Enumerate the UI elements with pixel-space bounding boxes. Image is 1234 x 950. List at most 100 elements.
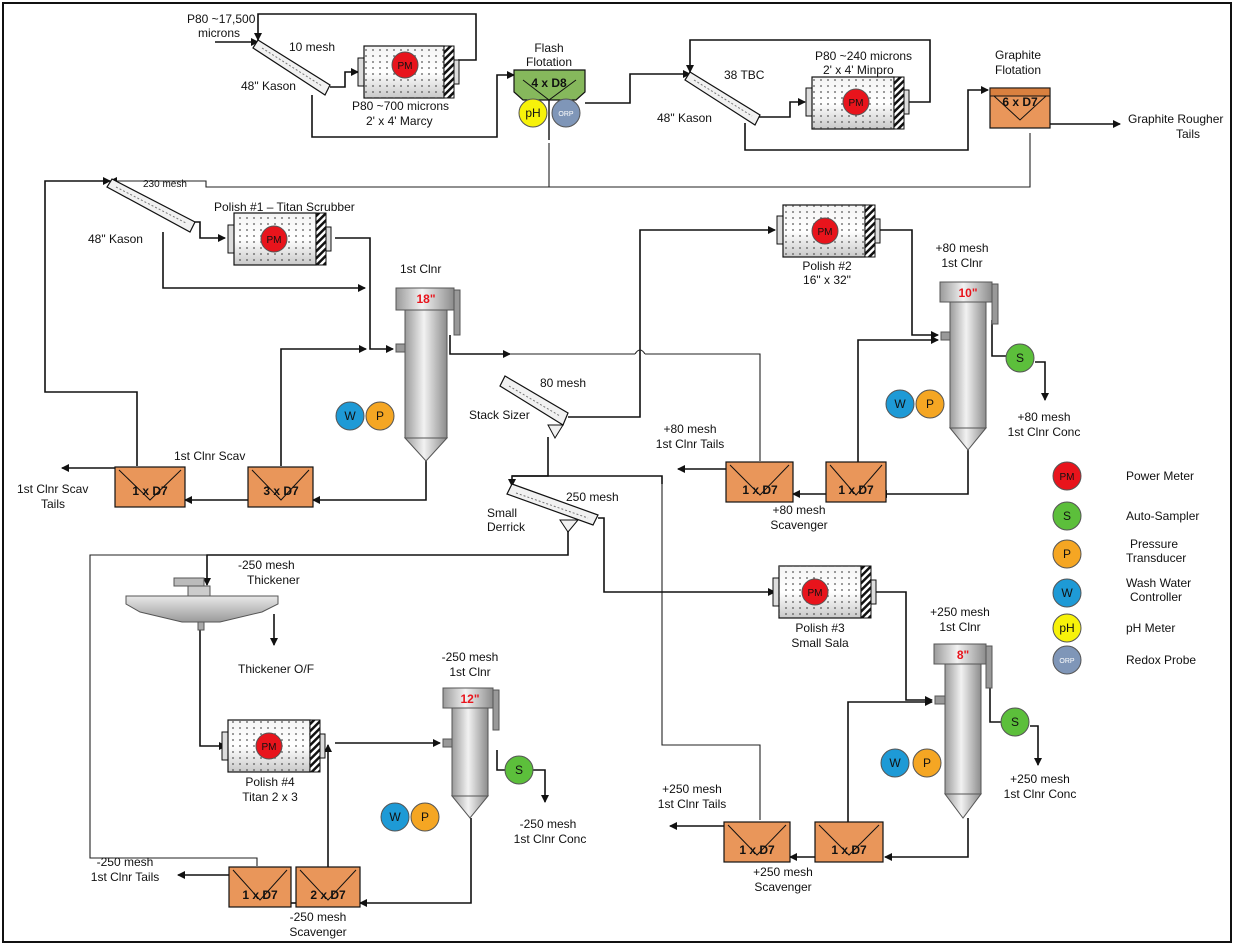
flash-cell-label: 4 x D8	[531, 76, 567, 90]
cell-p250-scav-b: 1 x D7	[814, 821, 884, 863]
column-12-size: 12"	[460, 692, 479, 706]
wash-water-controller-icon: W	[885, 389, 915, 419]
first-clnr-label: 1st Clnr	[400, 262, 441, 276]
text-labels: P80 ~17,500 microns 10 mesh 48" Kason P8…	[17, 12, 1223, 939]
svg-text:PM: PM	[849, 98, 864, 109]
m250-scav-a-label: 1 x D7	[242, 888, 278, 902]
cell-m250-scav-b: 2 x D7	[295, 866, 361, 908]
ph-meter-icon: pH	[518, 98, 548, 128]
p250-tails-label-1: +250 mesh	[662, 782, 722, 796]
p80-scav-label-1: +80 mesh	[772, 503, 825, 517]
auto-sampler-icon: S	[1005, 343, 1035, 373]
legend-label: Controller	[1130, 590, 1182, 604]
column-m250-clnr-12: 12"	[442, 687, 500, 819]
mesh-250-label: 250 mesh	[566, 490, 619, 504]
screen-kason-1	[252, 39, 331, 96]
kason-3-label: 48" Kason	[88, 232, 143, 246]
m250-scav-label-2: Scavenger	[289, 925, 346, 939]
legend-item-power-meter: PM Power Meter	[1052, 461, 1194, 491]
p80-clnr-label-2: 1st Clnr	[941, 256, 982, 270]
m250-scav-b-label: 2 x D7	[310, 888, 346, 902]
p80-240-label: P80 ~240 microns	[815, 49, 912, 63]
mesh-230-label: 230 mesh	[143, 179, 187, 190]
svg-text:S: S	[1011, 715, 1019, 729]
screen-kason-2	[684, 71, 761, 126]
column-1st-clnr-18: 18"	[395, 287, 461, 462]
column-p80-clnr-10: 10"	[939, 281, 999, 451]
wash-water-controller-icon	[1052, 578, 1082, 608]
clnr-scav-label: 1st Clnr Scav	[174, 449, 245, 463]
graphite-tails-label-1: Graphite Rougher	[1128, 112, 1223, 126]
svg-text:PM: PM	[1060, 472, 1075, 483]
power-meter-icon: PM	[391, 51, 419, 79]
p250-clnr-label-1: +250 mesh	[930, 605, 990, 619]
legend-label: Redox Probe	[1126, 653, 1196, 667]
svg-text:P: P	[421, 810, 429, 824]
scav-1xD7-label: 1 x D7	[132, 484, 168, 498]
power-meter-icon: PM	[260, 225, 288, 253]
m250-conc-label-2: 1st Clnr Conc	[514, 832, 587, 846]
legend-label: pH Meter	[1126, 621, 1175, 635]
flash-label-1: Flash	[534, 41, 563, 55]
svg-text:P: P	[923, 756, 931, 770]
m250-tails-label-1: -250 mesh	[97, 855, 154, 869]
cell-p80-scav-a: 1 x D7	[725, 461, 794, 503]
mill-polish-2	[776, 204, 881, 258]
auto-sampler-icon	[1052, 501, 1082, 531]
svg-text:W: W	[344, 409, 356, 423]
p80-clnr-label-1: +80 mesh	[935, 241, 988, 255]
p80-17500-label: P80 ~17,500	[187, 12, 256, 26]
legend-label: Pressure	[1130, 537, 1178, 551]
svg-text:W: W	[894, 397, 906, 411]
polish-4-label-2: Titan 2 x 3	[242, 790, 298, 804]
microns-label: microns	[198, 26, 240, 40]
svg-text:PM: PM	[808, 588, 823, 599]
redox-probe-icon: ORP	[551, 98, 581, 128]
minpro-label: 2' x 4' Minpro	[823, 63, 894, 77]
p250-clnr-label-2: 1st Clnr	[939, 620, 980, 634]
legend-label: Transducer	[1126, 551, 1186, 565]
p80-tails-label-2: 1st Clnr Tails	[656, 437, 724, 451]
graphite-cell-label: 6 x D7	[1002, 95, 1038, 109]
m250-clnr-label-1: -250 mesh	[442, 650, 499, 664]
polish-3-label-1: Polish #3	[795, 621, 845, 635]
p250-scav-label-2: Scavenger	[754, 880, 811, 894]
power-meter-icon: PM	[811, 217, 839, 245]
svg-text:pH: pH	[525, 106, 540, 120]
svg-text:P: P	[376, 409, 384, 423]
flow-lines	[44, 13, 1121, 907]
graphite-label-1: Graphite	[995, 48, 1041, 62]
m250-scav-label-1: -250 mesh	[290, 910, 347, 924]
polish-1-label: Polish #1 – Titan Scrubber	[214, 200, 355, 214]
svg-text:W: W	[1061, 586, 1073, 600]
cell-scav-1xD7: 1 x D7	[114, 466, 186, 508]
power-meter-icon: PM	[801, 578, 829, 606]
svg-text:PM: PM	[818, 227, 833, 238]
thickener-of-label: Thickener O/F	[238, 662, 314, 676]
legend-item-ph-meter: pH pH Meter	[1052, 613, 1175, 643]
mill-polish-3	[772, 565, 877, 619]
column-8-size: 8"	[957, 648, 969, 662]
legend-item-auto-sampler: S Auto-Sampler	[1052, 501, 1199, 531]
graphite-flotation-cell: 6 x D7	[989, 87, 1051, 129]
small-derrick-label-1: Small	[487, 506, 517, 520]
m250-conc-label-1: -250 mesh	[520, 817, 577, 831]
auto-sampler-icon: S	[504, 755, 534, 785]
stack-sizer-label: Stack Sizer	[469, 408, 530, 422]
legend-item-redox-probe: ORP Redox Probe	[1052, 645, 1196, 675]
legend-label: Wash Water	[1126, 576, 1191, 590]
pressure-transducer-icon: P	[365, 401, 395, 431]
polish-2-label-1: Polish #2	[802, 259, 852, 273]
mill-minpro	[805, 76, 910, 130]
p80-700-label: P80 ~700 microns	[352, 99, 449, 113]
wash-water-controller-icon: W	[335, 401, 365, 431]
polish-3-label-2: Small Sala	[791, 636, 849, 650]
legend-label: Auto-Sampler	[1126, 509, 1199, 523]
p250-scav-a-label: 1 x D7	[739, 843, 775, 857]
pressure-transducer-icon	[1052, 539, 1082, 569]
power-meter-icon	[1052, 461, 1082, 491]
kason-2-label: 48" Kason	[657, 111, 712, 125]
polish-2-label-2: 16" x 32"	[803, 273, 851, 287]
